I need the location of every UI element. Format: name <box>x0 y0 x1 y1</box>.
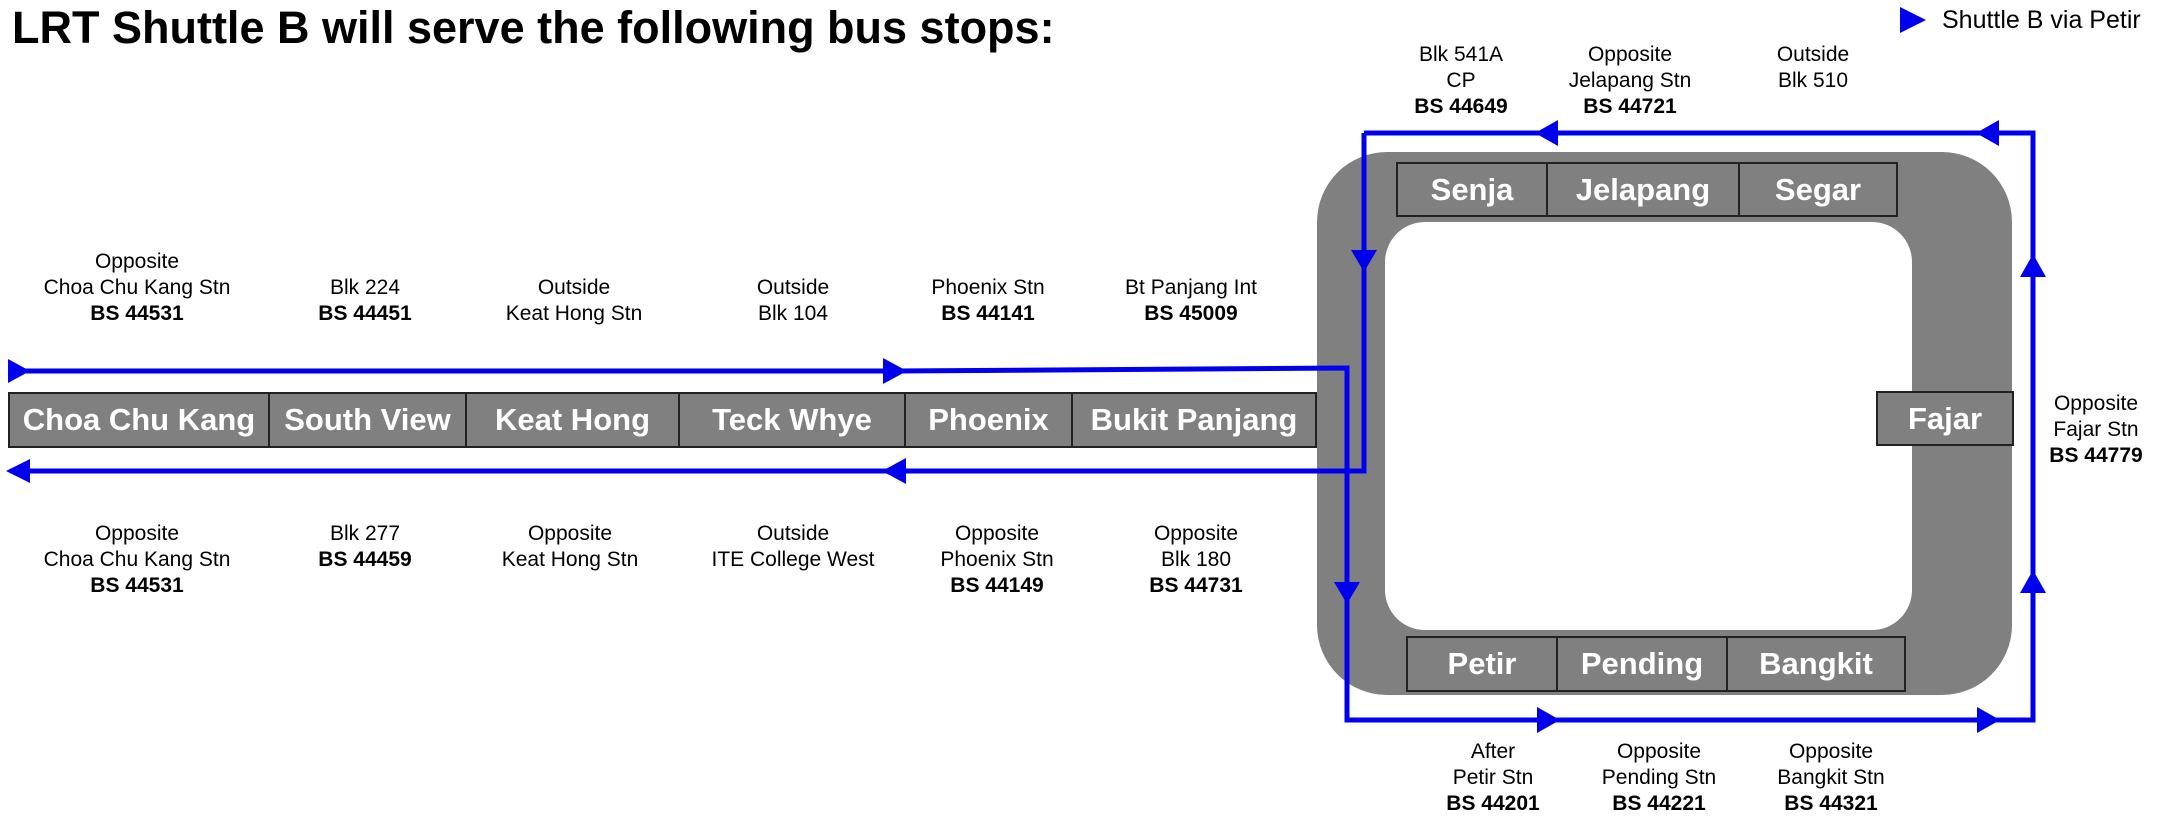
arrow-loop-right-bangkit <box>1977 707 2000 733</box>
arrow-end-westbound <box>6 459 30 483</box>
station-choa-chu-kang: Choa Chu Kang <box>8 392 270 448</box>
arrow-eastbound-phoenix <box>883 358 907 384</box>
route-westbound-line <box>10 133 1367 474</box>
station-petir: Petir <box>1406 636 1558 692</box>
station-south-view: South View <box>268 392 467 448</box>
station-pending: Pending <box>1556 636 1728 692</box>
station-bangkit: Bangkit <box>1726 636 1906 692</box>
legend-label: Shuttle B via Petir <box>1942 5 2141 34</box>
station-segar: Segar <box>1738 162 1898 217</box>
arrow-loop-up-fajar-lower <box>2020 570 2046 593</box>
legend-arrow-icon <box>1900 7 1926 33</box>
page-title: LRT Shuttle B will serve the following b… <box>12 2 1055 53</box>
station-teck-whye: Teck Whye <box>678 392 906 448</box>
station-bukit-panjang: Bukit Panjang <box>1071 392 1317 448</box>
station-jelapang: Jelapang <box>1546 162 1740 217</box>
arrow-loop-down-senja <box>1351 250 1377 272</box>
arrow-loop-left-jelapang <box>1535 120 1558 146</box>
loop-track <box>1317 152 2012 695</box>
station-fajar: Fajar <box>1876 391 2014 446</box>
arrow-westbound-phoenix <box>882 458 906 484</box>
station-keat-hong: Keat Hong <box>465 392 680 448</box>
station-phoenix: Phoenix <box>904 392 1073 448</box>
arrow-loop-left-segar <box>1976 120 1999 146</box>
arrow-start-eastbound <box>8 359 30 383</box>
arrow-loop-right-petir <box>1537 707 1560 733</box>
legend: Shuttle B via Petir <box>1898 0 2141 40</box>
arrow-loop-down-petir <box>1334 582 1360 604</box>
station-senja: Senja <box>1396 162 1548 217</box>
arrow-loop-up-fajar-upper <box>2020 254 2046 277</box>
